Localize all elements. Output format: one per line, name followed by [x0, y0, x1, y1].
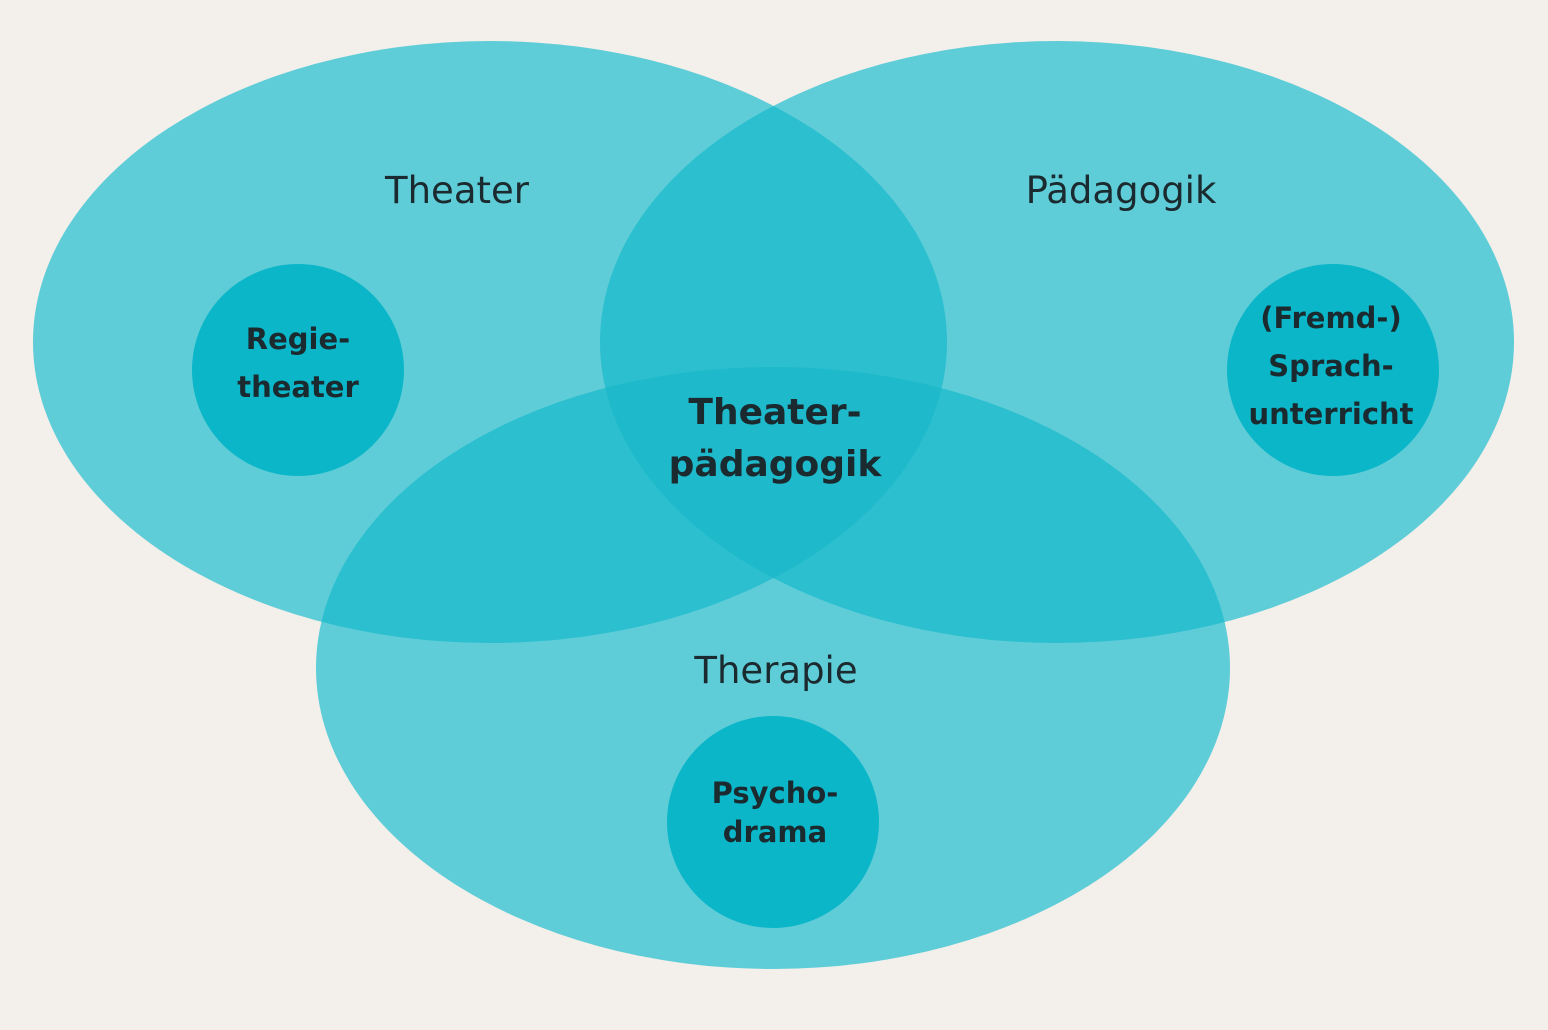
set-label-paedagogik: Pädagogik — [1026, 169, 1217, 212]
subset-label-sprachunterricht-line-3: unterricht — [1248, 397, 1413, 431]
subset-label-regietheater-line-2: theater — [237, 370, 359, 404]
set-label-therapie: Therapie — [693, 649, 857, 692]
subset-label-psychodrama-line-1: Psycho- — [712, 776, 839, 810]
subset-label-sprachunterricht-line-1: (Fremd-) — [1260, 301, 1401, 335]
subset-label-regietheater-line-1: Regie- — [246, 322, 350, 356]
subset-label-sprachunterricht-line-2: Sprach- — [1268, 349, 1393, 383]
center-label-line-2: pädagogik — [669, 444, 883, 485]
set-label-theater: Theater — [384, 169, 530, 212]
overlap-theater-therapie — [316, 367, 947, 643]
center-label-line-1: Theater- — [688, 392, 861, 433]
overlap-paedagogik-therapie — [600, 367, 1230, 643]
subset-psychodrama-circle — [667, 716, 879, 928]
subset-label-psychodrama-line-2: drama — [723, 815, 827, 849]
subset-regietheater-circle — [192, 264, 404, 476]
subset-sprachunterricht-circle — [1227, 264, 1439, 476]
